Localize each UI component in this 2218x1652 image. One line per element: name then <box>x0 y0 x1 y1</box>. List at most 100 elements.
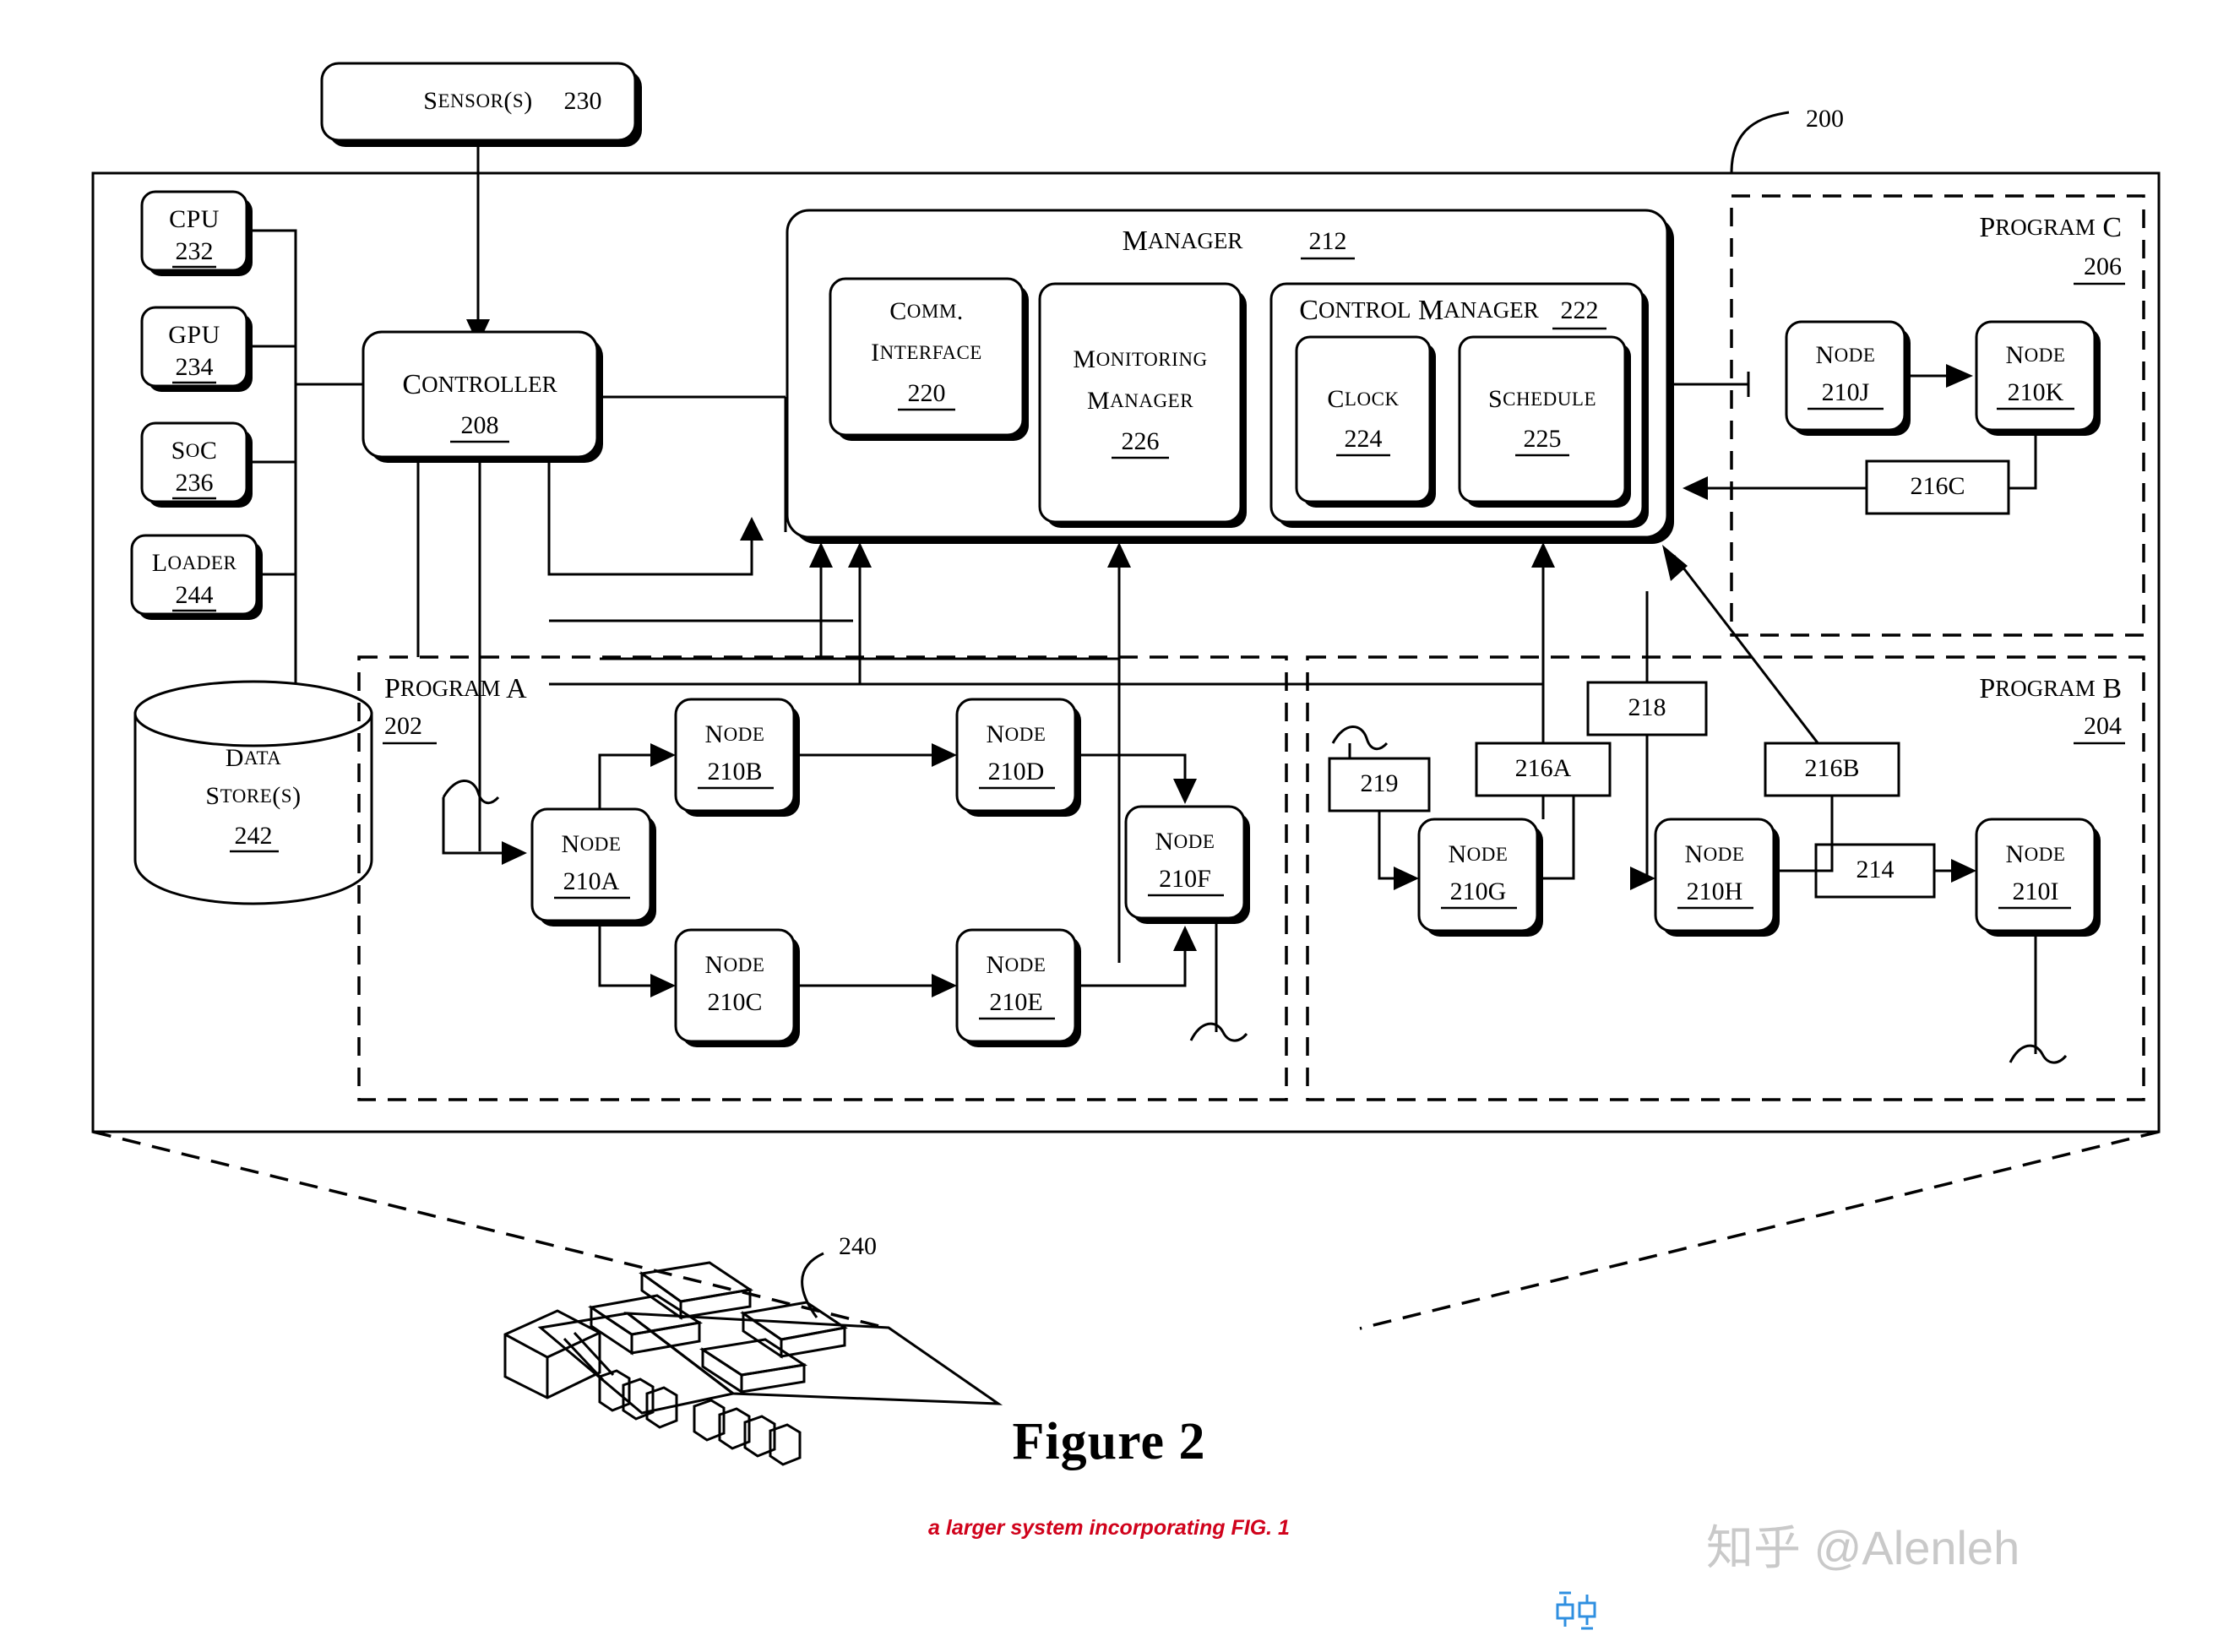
program-b-input-squiggle <box>1331 725 1389 758</box>
ref-219-box[interactable]: 219 <box>1328 757 1431 812</box>
soc-ref: 236 <box>176 469 214 497</box>
comm-interface-line2: INTERFACE <box>871 339 982 367</box>
ref-216b-label: 216B <box>1804 754 1859 782</box>
projection-lines <box>92 1130 2160 1330</box>
node-210i-box[interactable]: NODE 210I <box>1975 818 2101 937</box>
loader-label: LOADER <box>152 549 237 577</box>
data-store-line2: STORE(S) <box>205 782 301 810</box>
node-210c-box[interactable]: NODE 210C <box>674 928 800 1047</box>
program-a-label: PROGRAM A <box>384 673 527 704</box>
node-210j-box[interactable]: NODE 210J <box>1785 320 1911 436</box>
figure-title: Figure 2 <box>0 1412 2218 1472</box>
node-210e-ref: 210E <box>989 988 1042 1016</box>
node-210d-label: NODE <box>987 720 1046 748</box>
circuit-board-illustration <box>503 1261 1003 1466</box>
layout-icon[interactable] <box>1552 1590 1600 1636</box>
gpu-label: GPU <box>168 321 220 349</box>
manager-programc-link <box>1667 372 1750 397</box>
clock-box[interactable]: CLOCK 224 <box>1295 335 1436 508</box>
node-210h-box[interactable]: NODE 210H <box>1654 818 1780 937</box>
controller-ref: 208 <box>461 411 499 439</box>
cpu-label: CPU <box>169 205 220 233</box>
monitoring-manager-line1: MONITORING <box>1073 345 1207 373</box>
node-210a-ref: 210A <box>563 867 620 895</box>
sensors-box[interactable]: SENSOR(S) 230 <box>320 62 642 147</box>
ref-216a-box[interactable]: 216A <box>1475 742 1612 797</box>
schedule-label: SCHEDULE <box>1488 385 1596 413</box>
controller-box[interactable]: CONTROLLER 208 <box>362 330 603 463</box>
node-210k-label: NODE <box>2006 341 2066 369</box>
program-c-label: PROGRAM C <box>1979 212 2122 243</box>
node-210g-label: NODE <box>1449 840 1509 868</box>
soc-box[interactable]: SOC 236 <box>140 421 253 508</box>
monitoring-manager-ref: 226 <box>1122 427 1160 455</box>
node-210a-box[interactable]: NODE 210A <box>530 807 656 927</box>
ref-216c-label: 216C <box>1910 472 1965 500</box>
sensors-label: SENSOR(S) <box>423 87 532 115</box>
node-210i-ref: 210I <box>2013 878 2059 905</box>
node-210c-ref: 210C <box>707 988 762 1016</box>
node-210g-box[interactable]: NODE 210G <box>1417 818 1543 937</box>
bus-lines <box>549 657 1543 686</box>
sensor-controller-arrow <box>466 140 490 345</box>
figure-caption-text: a larger system incorporating FIG. 1 <box>928 1516 1290 1540</box>
node-210b-box[interactable]: NODE 210B <box>674 698 800 817</box>
ref-218-label: 218 <box>1628 693 1666 721</box>
cpu-box[interactable]: CPU 232 <box>140 190 253 276</box>
node-210i-label: NODE <box>2006 840 2066 868</box>
program-b-ref: 204 <box>2084 712 2122 740</box>
ref-214-box[interactable]: 214 <box>1814 843 1936 899</box>
node-210j-ref: 210J <box>1822 378 1870 406</box>
monitoring-manager-line2: MANAGER <box>1087 387 1193 415</box>
node-210h-label: NODE <box>1685 840 1745 868</box>
node-210k-to-216c-line <box>2009 430 2037 490</box>
data-store-cylinder[interactable]: DATA STORE(S) 242 <box>133 680 373 905</box>
node-210j-label: NODE <box>1816 341 1876 369</box>
ref-218-box[interactable]: 218 <box>1586 681 1708 736</box>
controller-manager-link <box>597 395 787 532</box>
manager-label: MANAGER <box>1123 226 1243 257</box>
node-210d-box[interactable]: NODE 210D <box>955 698 1081 817</box>
watermark-text: 知乎 @Alenleh <box>1706 1521 2020 1574</box>
sensors-ref: 230 <box>564 87 602 115</box>
figure-caption: a larger system incorporating FIG. 1 <box>0 1516 2218 1541</box>
node-210k-box[interactable]: NODE 210K <box>1975 320 2101 436</box>
loader-box[interactable]: LOADER 244 <box>130 534 263 620</box>
ref-216c-box[interactable]: 216C <box>1865 459 2010 515</box>
node-210c-label: NODE <box>705 951 765 979</box>
layout-icon-svg <box>1556 1591 1596 1630</box>
node-210h-ref: 210H <box>1687 878 1743 905</box>
program-b-region: PROGRAM B 204 <box>1306 655 2145 1101</box>
schedule-box[interactable]: SCHEDULE 225 <box>1458 335 1631 508</box>
clock-label: CLOCK <box>1327 385 1399 413</box>
node-210j-to-210k-arrow <box>1905 364 1973 388</box>
loader-ref: 244 <box>176 581 214 609</box>
monitoring-manager-box[interactable]: MONITORING MANAGER 226 <box>1038 282 1247 528</box>
program-a-ref: 202 <box>384 712 422 740</box>
system-ref-leader <box>1730 111 1790 174</box>
control-manager-label: CONTROL MANAGER <box>1299 295 1538 326</box>
node-210f-ref: 210F <box>1159 865 1211 893</box>
node-210e-label: NODE <box>987 951 1046 979</box>
node-210g-ref: 210G <box>1450 878 1507 905</box>
system-ref-200: 200 <box>1806 105 1844 133</box>
manager-feedback-lines <box>549 517 853 622</box>
program-b-edges <box>1378 591 2068 1064</box>
gpu-box[interactable]: GPU 234 <box>140 306 253 392</box>
node-210k-ref: 210K <box>2008 378 2064 406</box>
ref-219-label: 219 <box>1361 769 1399 797</box>
ref-216b-box[interactable]: 216B <box>1764 742 1900 797</box>
ref-214-label: 214 <box>1856 856 1895 883</box>
comm-interface-line1: COMM. <box>889 297 964 325</box>
data-store-line1: DATA <box>226 744 282 772</box>
watermark: 知乎 @Alenleh <box>1706 1510 2020 1579</box>
comm-interface-box[interactable]: COMM. INTERFACE 220 <box>829 277 1029 441</box>
node-210f-label: NODE <box>1155 828 1215 856</box>
comm-interface-ref: 220 <box>908 379 946 407</box>
node-210f-box[interactable]: NODE 210F <box>1124 805 1250 924</box>
node-210e-box[interactable]: NODE 210E <box>955 928 1081 1047</box>
node-210b-ref: 210B <box>707 758 762 785</box>
soc-label: SOC <box>171 437 218 465</box>
